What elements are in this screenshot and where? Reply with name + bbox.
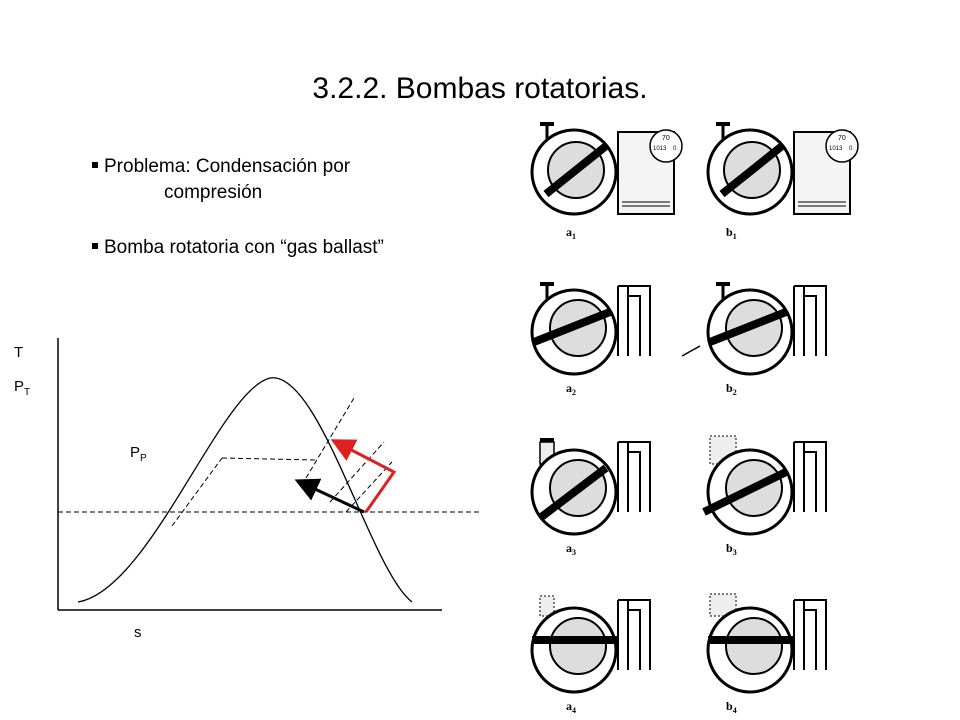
isobar-diag-left	[171, 457, 223, 527]
gauge-0: 0	[849, 146, 853, 152]
pump-b3: b3	[702, 435, 827, 557]
bullet-gas-ballast: Bomba rotatoria con “gas ballast”	[92, 235, 384, 261]
saturation-dome	[77, 377, 413, 603]
caption-a3: a3	[566, 541, 576, 557]
caption-a1: a1	[566, 225, 576, 241]
pump-stages-figure: 70 1013 0 a1 70 1013 0 b1 a2	[530, 122, 859, 715]
gauge-70: 70	[838, 135, 846, 142]
expansion-arrow	[294, 478, 365, 514]
isobar-pp	[221, 457, 317, 461]
pump-a1: 70 1013 0 a1	[530, 122, 683, 241]
bullet-gas-ballast-line1: Bomba rotatoria con “gas ballast”	[104, 237, 384, 259]
slide-title: 3.2.2. Bombas rotatorias.	[312, 72, 648, 105]
bullet-condensation: Problema: Condensación por compresión	[92, 154, 384, 205]
caption-a4: a4	[566, 699, 576, 715]
compression-path	[330, 439, 397, 513]
pump-b1: 70 1013 0 b1	[706, 122, 859, 241]
caption-b4: b4	[726, 699, 737, 715]
caption-b3: b3	[726, 541, 737, 557]
caption-a2: a2	[566, 381, 576, 397]
gauge-1013: 1013	[653, 146, 667, 152]
pump-a3: a3	[530, 438, 651, 557]
bullet-condensation-line2: compresión	[164, 181, 263, 203]
isobar-diag-2	[329, 441, 385, 503]
pump-a4: a4	[530, 595, 651, 715]
axis-label-t: T	[14, 344, 24, 361]
caption-b2: b2	[726, 381, 737, 397]
pump-b2: b2	[681, 282, 827, 397]
ts-diagram	[57, 338, 482, 611]
axis-label-pt: PT	[14, 378, 31, 398]
gauge-1013: 1013	[829, 146, 843, 152]
isobar-diag-3	[345, 461, 393, 513]
axis-label-s: s	[134, 624, 142, 641]
gauge-0: 0	[673, 146, 677, 152]
pump-a2: a2	[530, 282, 651, 397]
pump-b4: b4	[706, 593, 827, 715]
isobar-diag-1	[305, 397, 355, 479]
gauge-70: 70	[662, 135, 670, 142]
bullet-list: Problema: Condensación por compresión Bo…	[92, 154, 384, 261]
label-pp: PP	[130, 444, 147, 464]
caption-b1: b1	[726, 225, 737, 241]
bullet-condensation-line1: Problema: Condensación por	[104, 156, 351, 177]
